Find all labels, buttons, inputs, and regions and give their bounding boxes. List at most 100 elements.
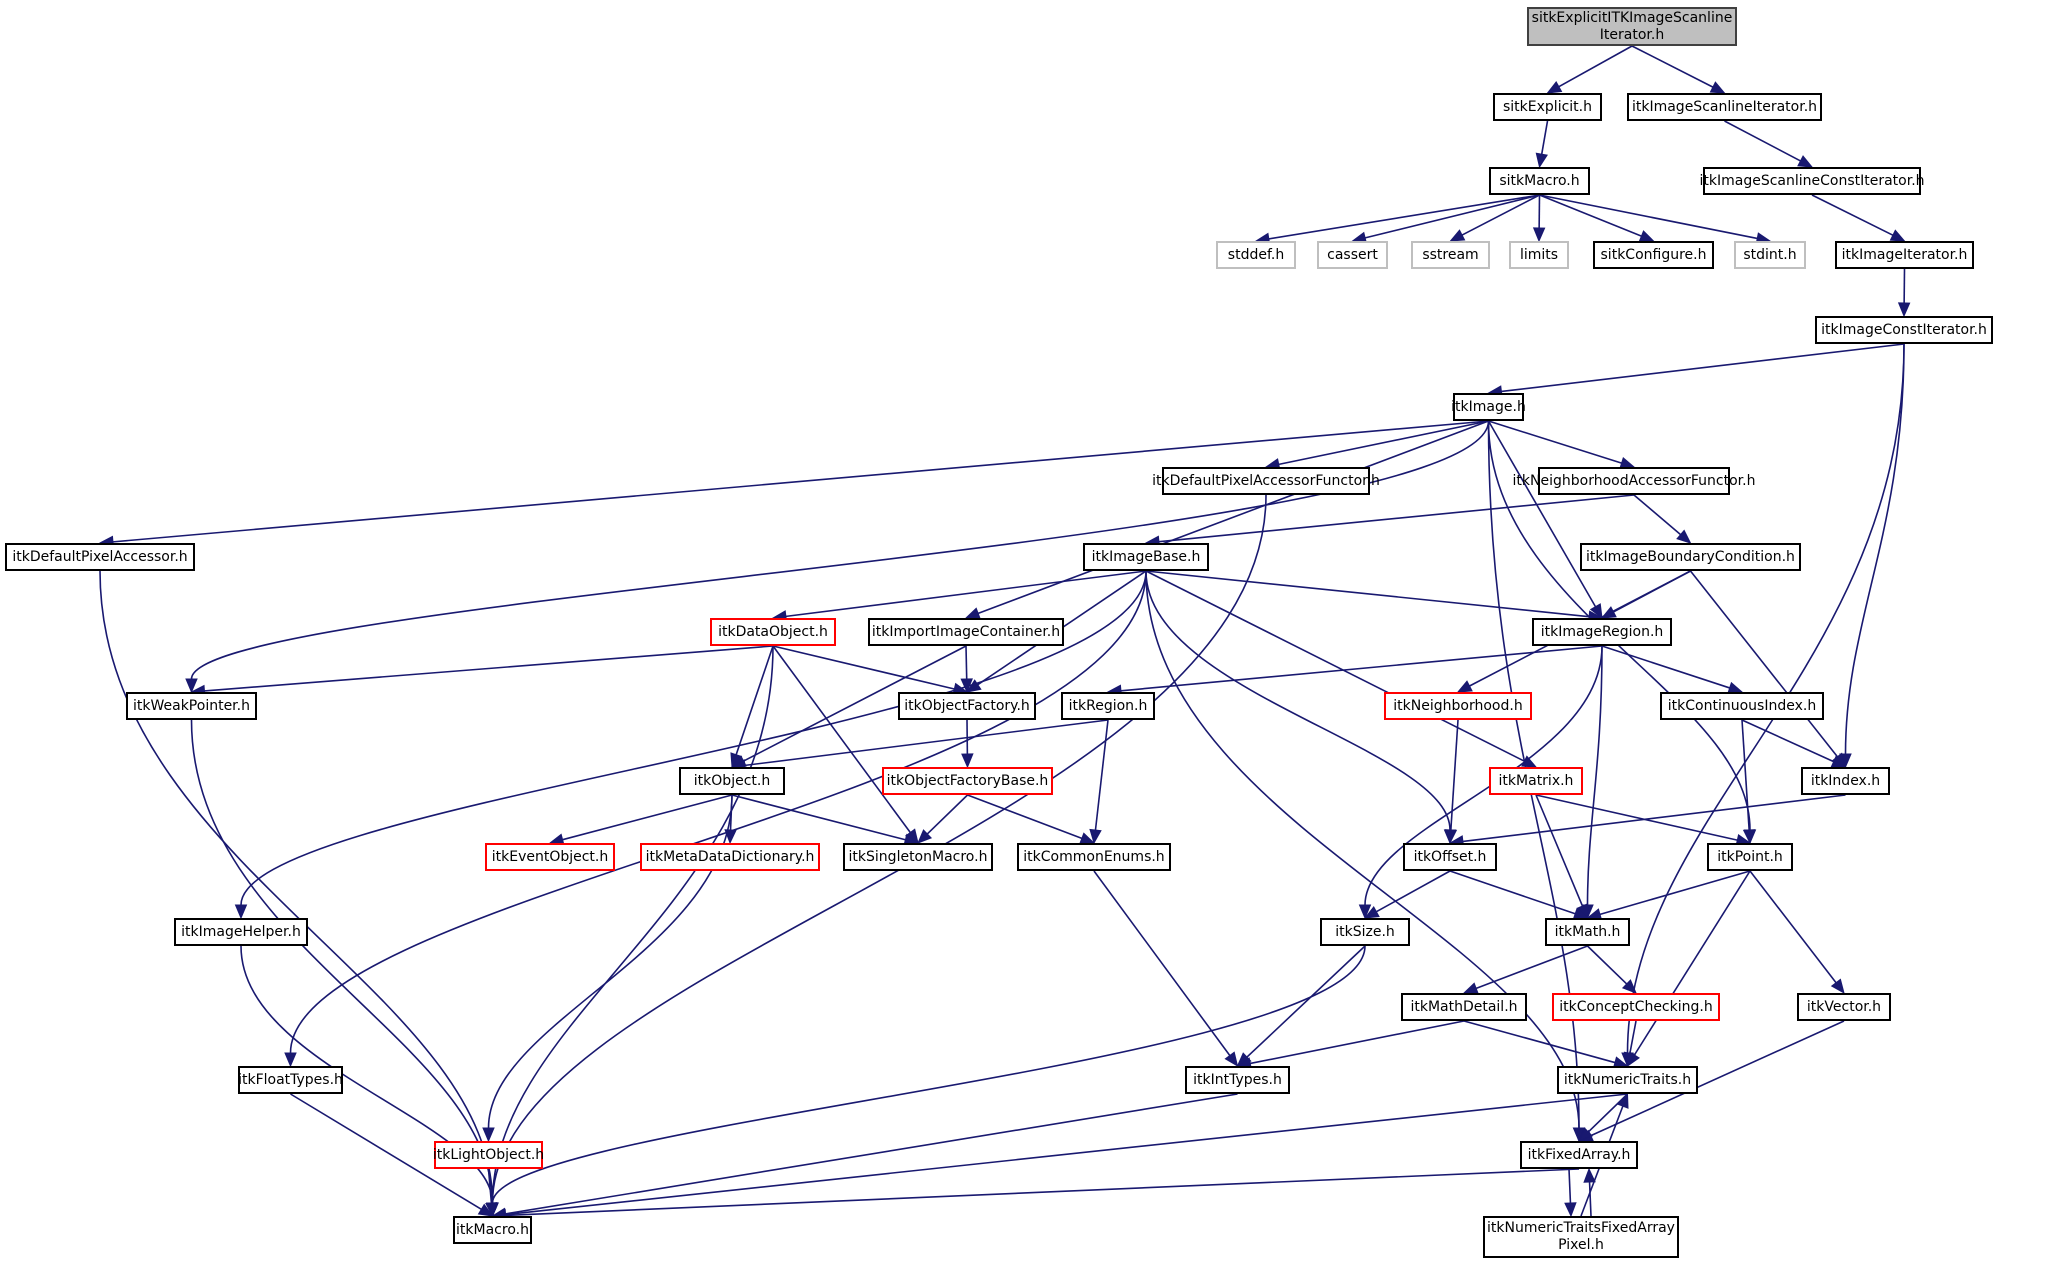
node-itk-neighborhood-accessor-functor[interactable]: itkNeighborhoodAccessorFunctor.h [1513,467,1755,495]
edge-sitkMacro-to-stdint [1539,194,1758,240]
arrowhead-icon [1535,152,1548,169]
node-itk-image-helper[interactable]: itkImageHelper.h [174,918,308,946]
node-cassert[interactable]: cassert [1317,241,1388,269]
edge-itkObject-to-itkSingletonMacro [731,794,906,841]
node-itk-light-object[interactable]: itkLightObject.h [433,1141,544,1169]
edge-itkImageBase-to-itkFixedArray [1145,570,1580,1129]
edge-sitkMacro-to-stddef [1268,194,1540,240]
node-sitk-explicit[interactable]: sitkExplicit.h [1493,93,1602,121]
node-itk-offset[interactable]: itkOffset.h [1403,843,1497,871]
edge-itkNumericTraits-to-itkMacro [505,1093,1628,1216]
node-itk-vector[interactable]: itkVector.h [1797,993,1891,1021]
node-sitk-macro[interactable]: sitkMacro.h [1489,167,1590,195]
node-itk-image-boundary-condition[interactable]: itkImageBoundaryCondition.h [1580,543,1801,571]
edge-itkNeighborhoodAccessorFunctor-to-itkImageBase [1158,494,1635,543]
edge-itkObjectFactoryBase-to-itkCommonEnums [967,794,1083,840]
arrowhead-icon [1889,229,1906,242]
node-itk-continuous-index[interactable]: itkContinuousIndex.h [1660,692,1824,720]
node-itk-default-pixel-accessor-functor[interactable]: itkDefaultPixelAccessorFunctor.h [1152,467,1380,495]
node-itk-matrix[interactable]: itkMatrix.h [1489,767,1583,795]
edge-itkImportImageContainer-to-itkObject [743,645,967,762]
node-itk-image-scanline-iterator[interactable]: itkImageScanlineIterator.h [1627,93,1822,121]
node-itk-int-types[interactable]: itkIntTypes.h [1185,1066,1290,1094]
arrowhead-icon [1589,603,1603,620]
node-itk-index[interactable]: itkIndex.h [1801,767,1890,795]
node-itk-object-factory-base[interactable]: itkObjectFactoryBase.h [882,767,1053,795]
edge-root-to-itkImageScanlineIterator [1631,45,1714,88]
node-itk-meta-data-dictionary[interactable]: itkMetaDataDictionary.h [640,843,820,871]
edge-itkImageBoundaryCondition-to-itkIndex [1689,570,1839,758]
node-itk-object-factory[interactable]: itkObjectFactory.h [898,692,1036,720]
node-itk-math-detail[interactable]: itkMathDetail.h [1401,993,1527,1021]
node-itk-image-base[interactable]: itkImageBase.h [1083,543,1209,571]
node-itk-singleton-macro[interactable]: itkSingletonMacro.h [843,843,993,871]
arrowhead-icon [1456,680,1473,693]
node-itk-neighborhood[interactable]: itkNeighborhood.h [1384,692,1532,720]
arrowhead-icon [961,753,974,769]
node-root[interactable]: sitkExplicitITKImageScanline Iterator.h [1527,7,1737,46]
node-stdint[interactable]: stdint.h [1734,241,1806,269]
arrowhead-icon [284,1052,297,1068]
edge-itkConceptChecking-to-itkNumericTraits [1629,1020,1637,1054]
edge-itkObjectFactoryBase-to-itkSingletonMacro [926,794,969,835]
node-itk-object[interactable]: itkObject.h [679,767,785,795]
arrowhead-icon [185,678,198,694]
arrowhead-icon [1363,905,1380,919]
edge-itkDefaultPixelAccessor-to-itkMacro [99,570,494,1204]
arrowhead-icon [1621,979,1637,994]
edge-itkSize-to-itkMacro [491,945,1366,1204]
node-itk-event-object[interactable]: itkEventObject.h [485,843,615,871]
arrowhead-icon [482,1127,495,1143]
arrowhead-icon [1089,828,1102,845]
node-itk-size[interactable]: itkSize.h [1320,918,1410,946]
edge-sitkMacro-to-sstream [1461,194,1540,236]
edge-itkRegion-to-itkCommonEnums [1094,719,1109,831]
node-sitk-configure[interactable]: sitkConfigure.h [1593,241,1714,269]
node-itk-concept-checking[interactable]: itkConceptChecking.h [1552,993,1720,1021]
arrowhead-icon [1676,529,1692,544]
edge-itkNeighborhood-to-itkOffset [1450,719,1459,831]
node-itk-float-types[interactable]: itkFloatTypes.h [238,1066,343,1094]
edge-itkDataObject-to-itkSingletonMacro [772,645,911,834]
node-itk-image-const-iterator[interactable]: itkImageConstIterator.h [1815,316,1993,344]
edge-itkImageHelper-to-itkMacro [240,945,494,1204]
node-itk-common-enums[interactable]: itkCommonEnums.h [1017,843,1171,871]
node-stddef[interactable]: stddef.h [1216,241,1296,269]
node-itk-point[interactable]: itkPoint.h [1707,843,1793,871]
arrowhead-icon [1583,1167,1596,1183]
node-itk-image-region[interactable]: itkImageRegion.h [1532,618,1672,646]
node-sstream[interactable]: sstream [1411,241,1490,269]
edge-itkNeighborhoodAccessorFunctor-to-itkImageBoundaryCondition [1633,494,1682,536]
node-itk-numeric-traits[interactable]: itkNumericTraits.h [1557,1066,1698,1094]
node-limits[interactable]: limits [1509,241,1569,269]
edge-itkImageRegion-to-itkMath [1586,645,1603,906]
arrowhead-icon [1638,230,1655,242]
node-itk-region[interactable]: itkRegion.h [1061,692,1155,720]
edge-sitkMacro-to-sitkConfigure [1539,194,1642,237]
arrowhead-icon [1623,1051,1637,1068]
arrowhead-icon [917,829,933,844]
edge-itkFixedArray-to-itkNumericTraitsFixedArrayPixel [1568,1168,1572,1204]
node-itk-data-object[interactable]: itkDataObject.h [710,618,836,646]
arrowhead-icon [1358,904,1372,920]
node-itk-default-pixel-accessor[interactable]: itkDefaultPixelAccessor.h [5,543,195,571]
node-itk-image[interactable]: itkImage.h [1451,393,1526,421]
node-itk-math[interactable]: itkMath.h [1545,918,1630,946]
edge-itkImageBase-to-itkMatrix [1145,570,1525,762]
edge-itkImageScanlineIterator-to-itkImageScanlineConstIterator [1724,120,1801,162]
edge-itkOffset-to-itkMath [1449,870,1576,915]
node-itk-weak-pointer[interactable]: itkWeakPointer.h [126,692,257,720]
node-itk-fixed-array[interactable]: itkFixedArray.h [1520,1141,1638,1169]
arrowhead-icon [1578,1127,1594,1142]
arrowhead-icon [1709,81,1726,94]
node-itk-image-iterator[interactable]: itkImageIterator.h [1835,241,1974,269]
arrowhead-icon [477,1203,494,1217]
node-itk-import-image-container[interactable]: itkImportImageContainer.h [868,618,1064,646]
arrowhead-icon [1830,978,1845,995]
node-itk-image-scanline-const-iterator[interactable]: itkImageScanlineConstIterator.h [1699,167,1925,195]
edge-itkDataObject-to-itkObject [735,645,774,755]
node-itk-macro[interactable]: itkMacro.h [453,1216,532,1244]
node-itk-numeric-traits-fixed-array-pixel[interactable]: itkNumericTraitsFixedArray Pixel.h [1483,1216,1679,1258]
